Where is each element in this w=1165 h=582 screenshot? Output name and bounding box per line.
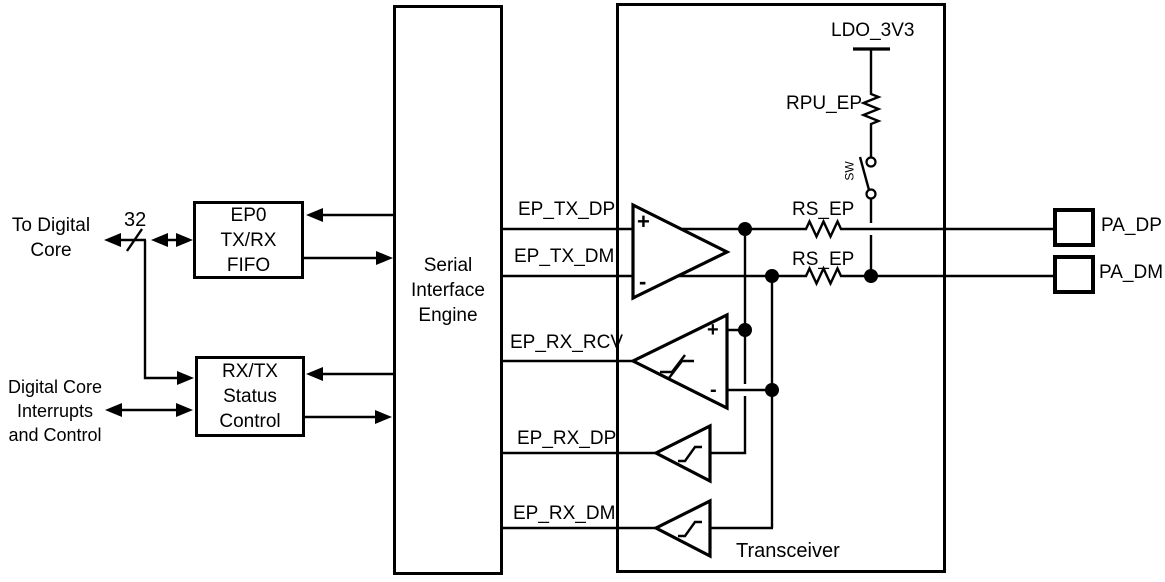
transceiver-label: Transceiver	[736, 540, 840, 562]
sw-switch-icon	[858, 156, 877, 200]
interrupts-control-label: Digital Core Interrupts and Control	[7, 377, 103, 445]
ep0-fifo-block: EP0 TX/RX FIFO	[193, 201, 304, 279]
ep-tx-dm-label: EP_TX_DM	[514, 246, 615, 267]
status-label-line1: RX/TX	[222, 361, 278, 382]
dm-tap-wire	[710, 276, 774, 530]
rx-dp-buffer-icon	[652, 423, 712, 484]
rs-ep-top-resistor-icon	[801, 218, 846, 240]
rs-ep-top-label: RS_EP	[792, 199, 855, 220]
serial-interface-engine-block: Serial Interface Engine	[393, 5, 503, 575]
ep-rx-rcv-label: EP_RX_RCV	[510, 332, 623, 353]
bus-width-slash-icon	[126, 228, 143, 252]
rxtx-status-control-block: RX/TX Status Control	[195, 356, 305, 437]
tx-driver-amp-icon	[631, 202, 731, 301]
driver-plus-sign: +	[637, 209, 650, 234]
arrowheads	[104, 208, 393, 424]
ep-tx-dp-label: EP_TX_DP	[518, 199, 616, 220]
pad-pa-dp	[1053, 208, 1095, 247]
driver-minus-sign: -	[639, 269, 647, 294]
ldo-3v3-label: LDO_3V3	[831, 20, 915, 41]
rcv-plus-sign: +	[707, 319, 719, 341]
ep-rx-dp-label: EP_RX_DP	[517, 428, 617, 449]
bus-width-label: 32	[124, 209, 147, 231]
fifo-label-line3: FIFO	[226, 254, 271, 276]
sie-label-line1: Serial	[423, 254, 473, 276]
status-sie-wires	[305, 372, 393, 419]
sie-label-line3: Engine	[418, 304, 478, 326]
transceiver-block: Transceiver	[616, 3, 946, 573]
rs-ep-bottom-resistor-icon	[801, 265, 846, 287]
ep-rx-dm-label: EP_RX_DM	[513, 503, 616, 524]
sw-label: SW	[842, 161, 857, 181]
pa-dp-label: PA_DP	[1101, 215, 1162, 236]
dp-tap-wire	[710, 229, 747, 455]
rx-dm-buffer-icon	[652, 498, 712, 559]
rpu-ep-resistor-icon	[860, 90, 882, 128]
fifo-label-line1: EP0	[230, 204, 267, 226]
dm-hysteresis-icon	[678, 520, 702, 538]
status-label-line3: Control	[219, 411, 281, 432]
fifo-sie-wires	[304, 213, 393, 260]
sie-label-line2: Interface	[411, 279, 485, 301]
rcv-hysteresis-icon	[660, 354, 694, 379]
fifo-label-line2: TX/RX	[220, 229, 277, 251]
ldo-supply-icon	[853, 47, 890, 90]
dp-hysteresis-icon	[678, 445, 702, 463]
to-digital-core-label: To Digital Core	[11, 215, 91, 261]
pad-pa-dm	[1053, 255, 1095, 294]
rpu-ep-label: RPU_EP	[786, 93, 863, 114]
junction-dots	[738, 222, 878, 397]
pa-dm-label: PA_DM	[1099, 262, 1164, 283]
status-label-line2: Status	[223, 386, 277, 407]
bus-to-digital-core	[109, 228, 186, 380]
rcv-minus-sign: -	[710, 379, 717, 401]
rs-ep-bottom-label: RS_EP	[792, 249, 855, 270]
